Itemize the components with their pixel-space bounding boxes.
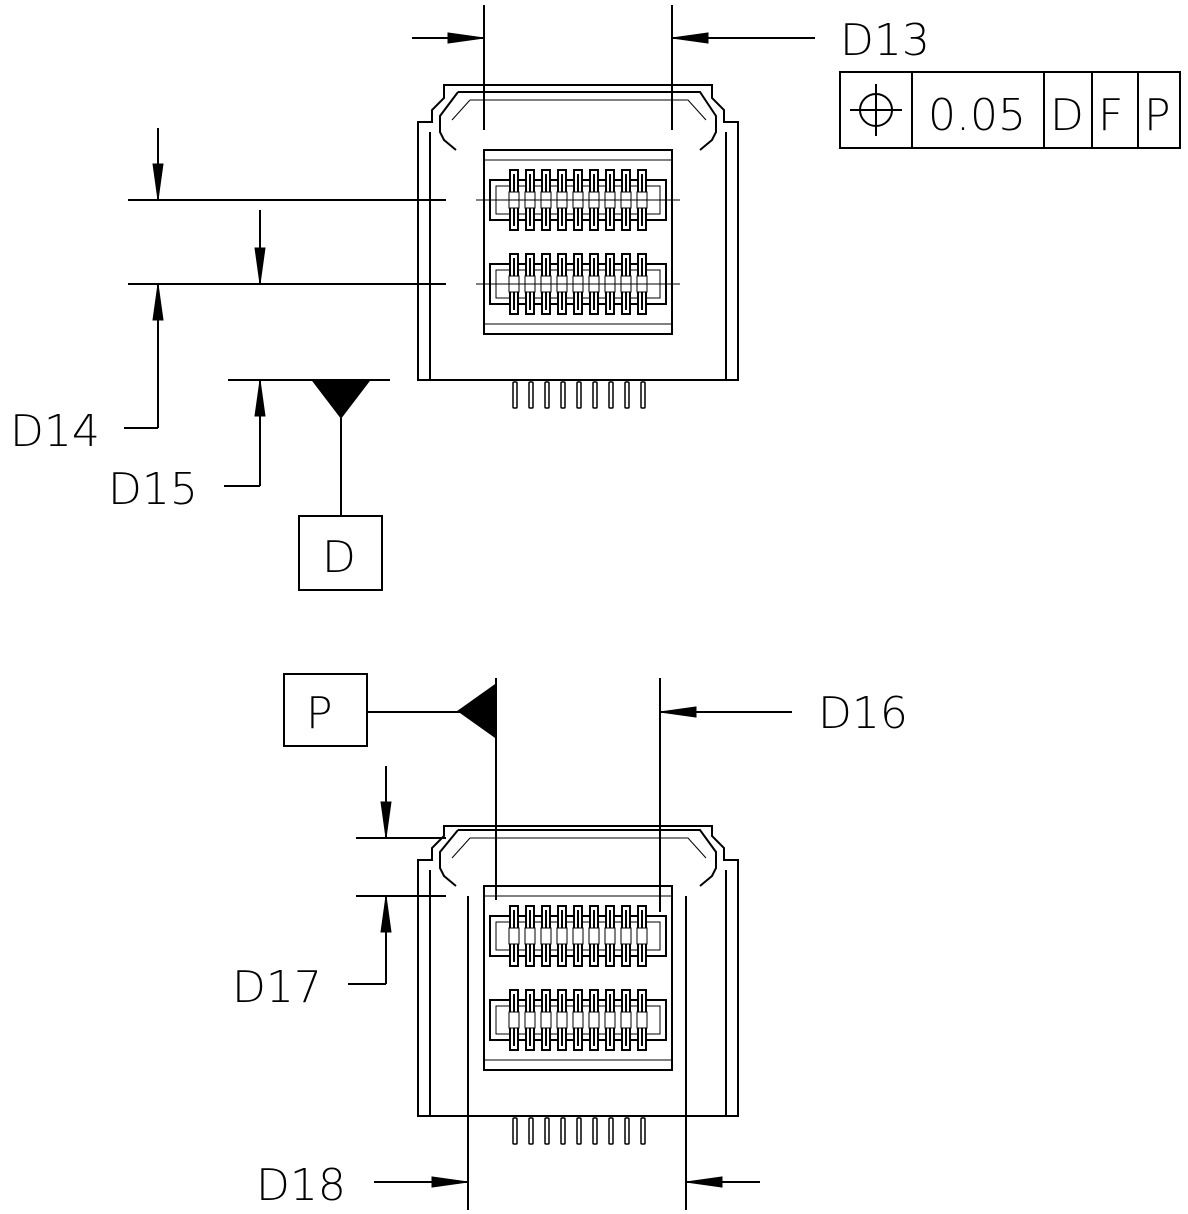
dimension-d17: D17 <box>232 766 446 1013</box>
dimension-label-d13: D13 <box>840 15 930 66</box>
datum-ref-1: D <box>1050 90 1084 141</box>
top-view <box>417 84 739 409</box>
datum-ref-3: P <box>1144 90 1171 141</box>
dimension-label-d17: D17 <box>232 962 322 1013</box>
datum-label-p: P <box>306 688 333 739</box>
datum-ref-2: F <box>1098 90 1123 141</box>
dimension-d16: D16 <box>659 678 908 912</box>
dimension-label-d14: D14 <box>10 406 100 457</box>
feature-control-frame: 0.05 D F P <box>839 71 1181 149</box>
datum-p-symbol <box>366 678 497 900</box>
dimension-label-d16: D16 <box>818 688 908 739</box>
dimension-d13: D13 <box>412 5 930 130</box>
datum-label-d: D <box>322 532 356 583</box>
dimension-d15: D15 <box>108 379 390 516</box>
dimension-label-d15: D15 <box>108 464 198 515</box>
dimension-label-d18: D18 <box>256 1160 346 1211</box>
position-icon <box>850 84 902 136</box>
datum-d-box: D <box>298 515 383 591</box>
datum-p-box: P <box>283 673 368 747</box>
dimension-d14: D14 <box>10 128 446 457</box>
tolerance-value: 0.05 <box>928 90 1026 141</box>
bottom-view <box>417 825 739 1145</box>
dimension-d18: D18 <box>256 896 760 1211</box>
